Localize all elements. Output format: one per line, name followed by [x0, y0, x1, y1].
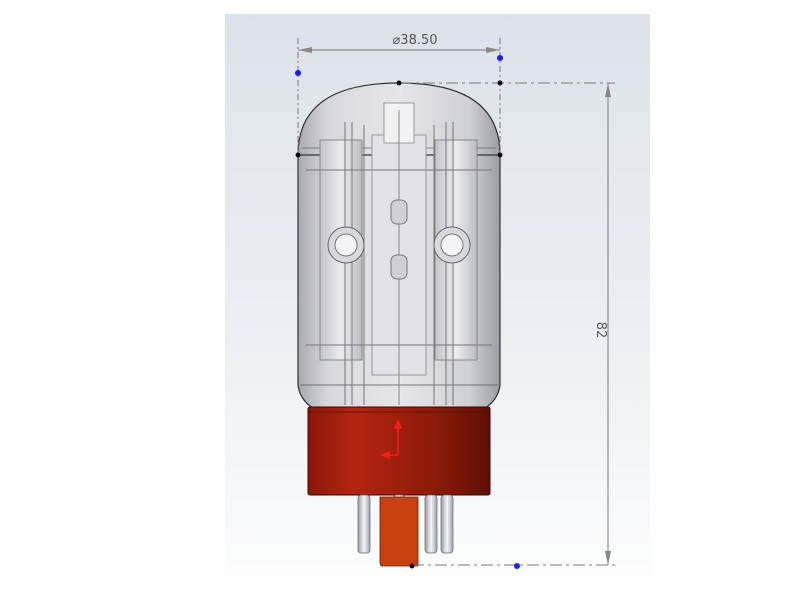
height-dimension[interactable] — [400, 82, 615, 566]
tube-pins[interactable] — [357, 494, 454, 567]
diameter-dimension-label: ⌀38.50 — [392, 33, 437, 48]
internal-electrodes — [306, 102, 492, 405]
coordinate-axes-icon — [380, 419, 403, 460]
sketch-points[interactable] — [295, 55, 520, 569]
tube-base[interactable] — [307, 406, 491, 496]
guide-key — [379, 496, 419, 567]
height-dimension-label: 82 — [593, 322, 608, 339]
